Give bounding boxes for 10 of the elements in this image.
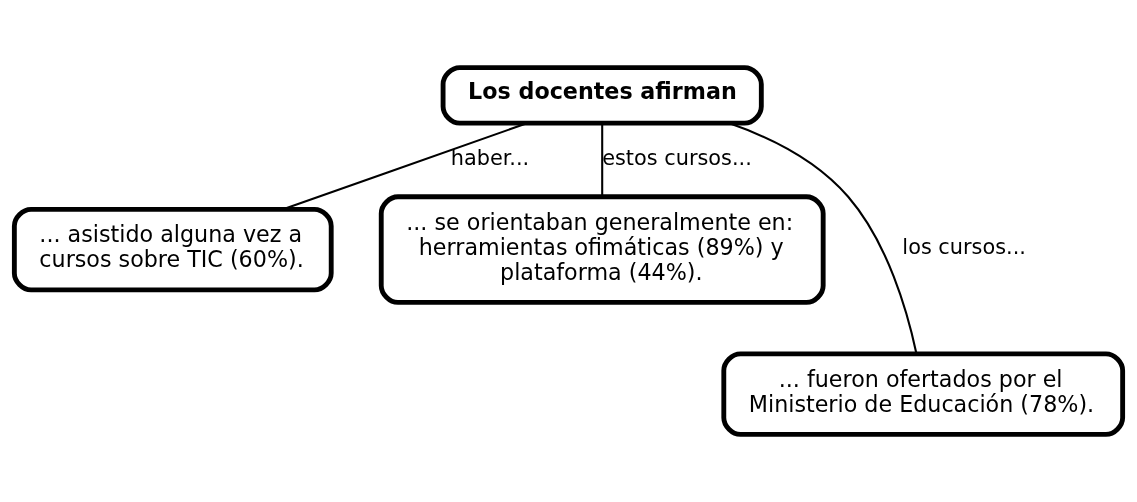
edge-label: haber... <box>450 145 530 170</box>
connector <box>282 122 528 211</box>
edge-label: estos cursos... <box>602 145 752 170</box>
edge-label: los cursos... <box>902 235 1026 260</box>
node-box: ... se orientaban generalmente en: herramientas ofimáticas (89%) y plataforma (44%). <box>378 194 826 305</box>
node-box: ... fueron ofertados por el Ministerio de Educación (78%). <box>721 351 1126 437</box>
node-box: ... asistido alguna vez a cursos sobre TIC (60%). <box>11 206 334 293</box>
connector <box>729 122 918 354</box>
node-box: Los docentes afirman <box>440 65 764 126</box>
connector <box>601 123 604 197</box>
